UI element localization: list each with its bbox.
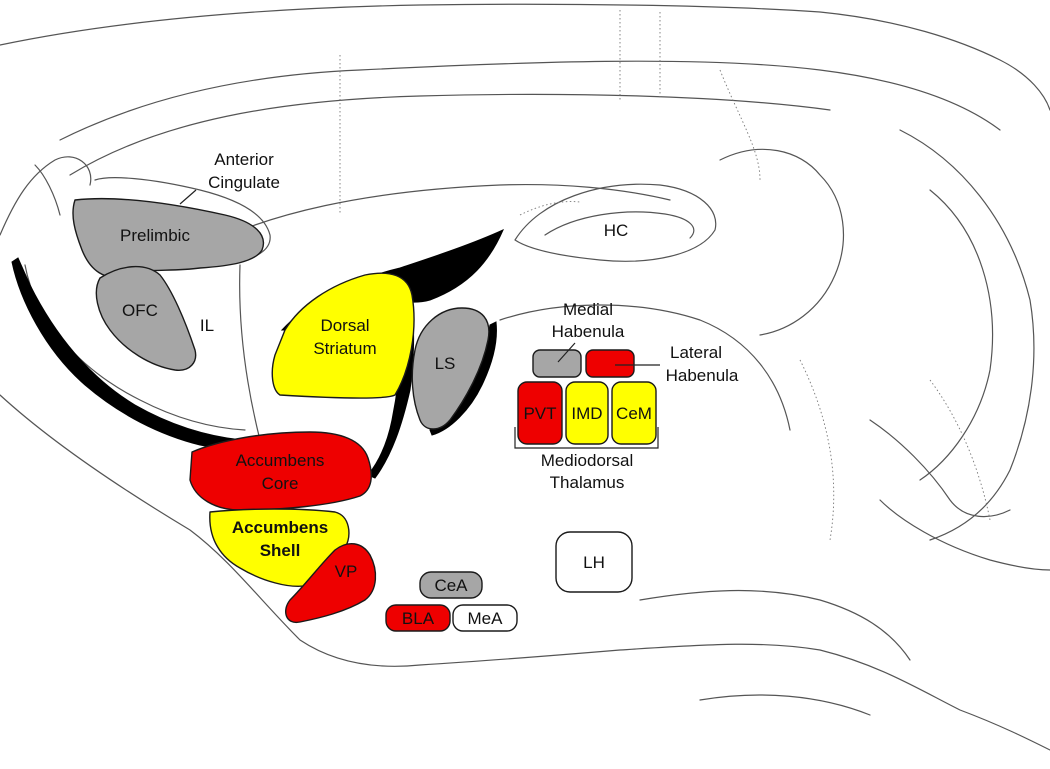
medial-habenula-label-2: Habenula	[552, 322, 625, 341]
ofc-region[interactable]	[95, 265, 197, 371]
accumbens-shell-label-1: Accumbens	[232, 518, 328, 537]
pvt-label: PVT	[523, 404, 556, 423]
thalamus-contour	[499, 304, 791, 431]
il-label: IL	[200, 316, 214, 335]
medial-habenula-region[interactable]	[532, 349, 582, 378]
annotations: Anterior Cingulate Medial Habenula Later…	[179, 150, 739, 492]
hc-label: HC	[604, 221, 629, 240]
brain-outline	[0, 3, 1050, 751]
hippocampus-contour	[514, 183, 717, 262]
septal-boundary	[239, 264, 261, 441]
cerebellum-fold-4	[879, 499, 1050, 571]
dotted-boundary-6	[929, 379, 991, 521]
colliculi-contour	[719, 148, 845, 336]
lh-region[interactable]	[555, 531, 633, 593]
lateral-habenula-label-1: Lateral	[670, 343, 722, 362]
brainstem-contour	[639, 589, 911, 661]
imd-region[interactable]	[565, 381, 609, 445]
dorsal-striatum-region[interactable]	[271, 272, 415, 399]
lh-label: LH	[583, 553, 605, 572]
imd-label: IMD	[571, 404, 602, 423]
accumbens-core-label-2: Core	[262, 474, 299, 493]
lateral-habenula-region[interactable]	[585, 349, 635, 378]
cortex-boundary-2	[69, 93, 831, 176]
ventral-surface	[0, 394, 1050, 751]
dotted-boundary-4	[719, 69, 761, 181]
accumbens-shell-label-2: Shell	[260, 541, 301, 560]
dorsal-striatum-label-2: Striatum	[313, 339, 376, 358]
mpfc-outer	[94, 177, 271, 263]
ls-region[interactable]	[411, 307, 490, 430]
anterior-cingulate-label-2: Cingulate	[208, 173, 280, 192]
anterior-cingulate-leader	[179, 189, 197, 205]
brain-regions: Prelimbic OFC IL Dorsal Striatum LS Accu…	[72, 198, 657, 632]
mea-label: MeA	[468, 609, 504, 628]
corpus-callosum-arc	[179, 183, 671, 261]
medial-habenula-label-1: Medial	[563, 300, 613, 319]
cerebellum-fold-2	[919, 189, 994, 481]
dotted-boundary-5	[799, 359, 835, 541]
frontal-pole	[0, 156, 92, 236]
mediodorsal-thalamus-label-2: Thalamus	[550, 473, 625, 492]
brain-outer-contour	[0, 3, 1050, 111]
lateral-habenula-label-2: Habenula	[666, 366, 739, 385]
vp-region[interactable]	[284, 543, 377, 624]
dotted-boundary-7	[519, 201, 581, 216]
cem-label: CeM	[616, 404, 652, 423]
dorsal-striatum-label-1: Dorsal	[320, 316, 369, 335]
prelimbic-region[interactable]	[72, 198, 264, 278]
medial-habenula-leader	[557, 342, 576, 363]
mediodorsal-thalamus-bracket	[514, 427, 659, 449]
cem-region[interactable]	[611, 381, 657, 445]
vp-label: VP	[335, 562, 358, 581]
prelimbic-label: Prelimbic	[120, 226, 190, 245]
cerebellum-fold-3	[869, 419, 1011, 518]
hippocampus-inner	[544, 211, 695, 239]
frontal-pole-inner	[34, 164, 61, 216]
mea-region[interactable]	[452, 604, 518, 632]
cea-label: CeA	[434, 576, 468, 595]
accumbens-core-label-1: Accumbens	[236, 451, 325, 470]
cerebellum-fold-1	[899, 129, 1035, 541]
ls-label: LS	[435, 354, 456, 373]
pons-contour	[699, 694, 871, 716]
ofc-label: OFC	[122, 301, 158, 320]
accumbens-core-region[interactable]	[189, 431, 372, 511]
anterior-cingulate-label-1: Anterior	[214, 150, 274, 169]
bla-region[interactable]	[385, 604, 451, 632]
bla-label: BLA	[402, 609, 435, 628]
pvt-region[interactable]	[517, 381, 563, 445]
cea-region[interactable]	[419, 571, 483, 599]
mediodorsal-thalamus-label-1: Mediodorsal	[541, 451, 634, 470]
cortex-boundary	[59, 60, 1001, 141]
